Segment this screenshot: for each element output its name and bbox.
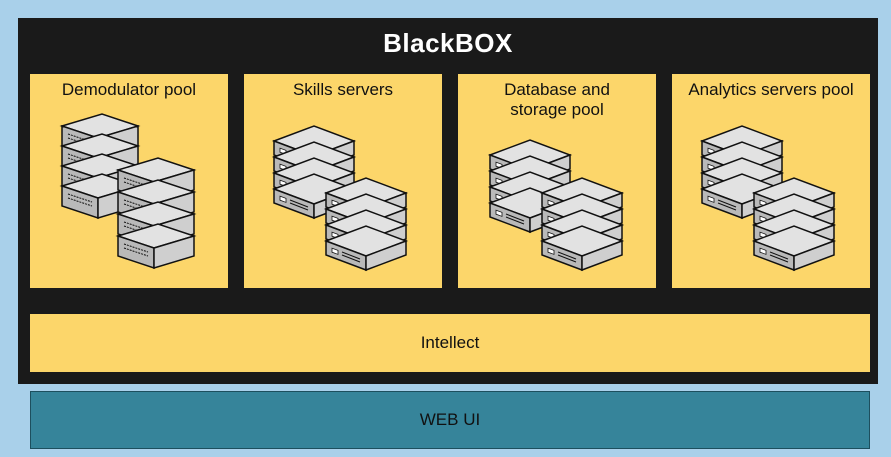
web-ui-label: WEB UI — [419, 410, 481, 429]
pool-label: Database and storage pool — [504, 80, 610, 119]
pool-label: Skills servers — [292, 80, 394, 99]
analytics-servers-pool: Analytics servers pool — [672, 74, 870, 288]
intellect-layer: Intellect — [30, 314, 870, 372]
demodulator-pool: Demodulator pool — [30, 74, 228, 288]
diagram-title: BlackBOX — [383, 28, 513, 58]
server-stack-icon — [701, 125, 835, 271]
intellect-label: Intellect — [420, 333, 480, 352]
server-stack-icon — [489, 139, 623, 271]
skills-servers-pool: Skills servers — [244, 74, 442, 288]
pool-label: Analytics servers pool — [688, 80, 854, 99]
pool-label: Demodulator pool — [61, 80, 197, 99]
web-ui-layer: WEB UI — [30, 391, 870, 449]
database-storage-pool: Database and storage pool — [458, 74, 656, 288]
server-rack-stack-icon — [61, 113, 195, 269]
server-stack-icon — [273, 125, 407, 271]
blackbox-container: BlackBOX Demodulator pool Skills servers… — [18, 18, 878, 384]
